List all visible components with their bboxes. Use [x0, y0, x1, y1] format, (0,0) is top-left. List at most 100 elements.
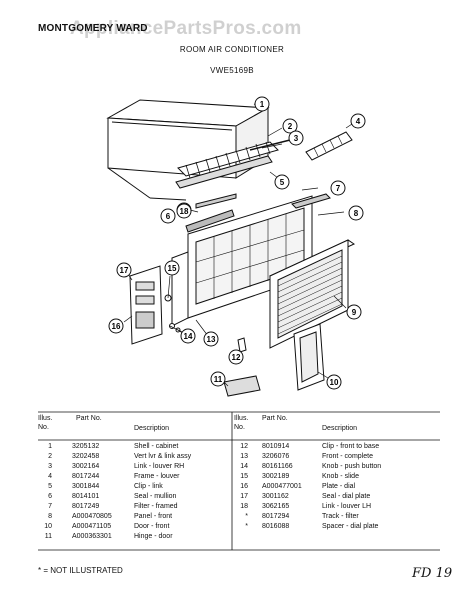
header-description: Description — [322, 425, 358, 432]
row-illus-no: 13 — [240, 453, 248, 460]
row-part-no: 3001844 — [72, 483, 100, 490]
row-illus-no: 5 — [48, 483, 52, 490]
header-description: Description — [134, 425, 170, 432]
row-part-no: 3205132 — [72, 443, 100, 450]
row-part-no: 3001162 — [262, 493, 289, 500]
row-illus-no: * — [245, 523, 248, 530]
row-description: Knob - push button — [322, 463, 382, 470]
row-illus-no: 7 — [48, 503, 52, 510]
parts-table-rules — [38, 411, 440, 551]
header-part-no: Part No. — [76, 415, 102, 422]
callout-5: 5 — [274, 174, 290, 190]
part-front-panel — [268, 239, 356, 349]
callout-label: 10 — [330, 378, 339, 387]
brand-name: MONTGOMERY WARD — [38, 23, 148, 34]
callout-label: 6 — [166, 212, 171, 221]
callout-10: 10 — [326, 374, 342, 390]
row-description: Clip - link — [134, 483, 163, 490]
row-description: Clip - front to base — [322, 443, 380, 450]
row-illus-no: 3 — [48, 463, 52, 470]
callout-label: 15 — [168, 264, 177, 273]
row-illus-no: 15 — [240, 473, 248, 480]
row-part-no: 3202458 — [72, 453, 100, 460]
callout-18-number: 18 — [176, 203, 192, 219]
row-part-no: 3002189 — [262, 473, 290, 480]
row-part-no: 3002164 — [72, 463, 100, 470]
row-part-no: 8016088 — [262, 523, 290, 530]
row-description: Plate - dial — [322, 483, 356, 490]
watermark: AppliancePartsPros.com — [70, 18, 302, 39]
row-illus-no: 8 — [48, 513, 52, 520]
callout-13: 13 — [203, 331, 219, 347]
callout-12: 12 — [228, 349, 244, 365]
callout-label: 11 — [214, 375, 223, 384]
row-illus-no: 14 — [240, 463, 248, 470]
row-description: Door - front — [134, 523, 170, 530]
row-description: Knob - slide — [322, 473, 359, 480]
row-description: Spacer - dial plate — [322, 523, 379, 530]
callout-17: 17 — [116, 262, 132, 278]
row-illus-no: 2 — [48, 453, 52, 460]
row-description: Track - filter — [322, 513, 359, 520]
row-part-no: 8010914 — [262, 443, 290, 450]
callout-4: 4 — [350, 113, 366, 129]
table-row: 5 3001844 Clip - link — [38, 482, 232, 492]
model-number: VWE5169B — [210, 66, 254, 75]
row-illus-no: 12 — [240, 443, 248, 450]
row-part-no: 8014101 — [72, 493, 100, 500]
callout-9: 9 — [346, 304, 362, 320]
table-row: 16 A000477001 Plate - dial — [234, 482, 440, 492]
row-part-no: A000477001 — [262, 483, 302, 490]
callout-8: 8 — [348, 205, 364, 221]
callout-label: 2 — [288, 122, 293, 131]
callout-label: 3 — [294, 134, 299, 143]
row-part-no: 3206076 — [262, 453, 290, 460]
header-part-no: Part No. — [262, 415, 288, 422]
diagram-title: ROOM AIR CONDITIONER — [179, 45, 285, 54]
callout-label: 17 — [120, 266, 129, 275]
row-illus-no: 6 — [48, 493, 52, 500]
table-row: 15 3002189 Knob - slide — [234, 472, 440, 482]
callout-16: 16 — [108, 318, 124, 334]
part-dial-plate — [129, 265, 163, 345]
row-description: Frame - louver — [134, 473, 180, 480]
callout-6: 6 — [160, 208, 176, 224]
row-illus-no: 4 — [48, 473, 52, 480]
row-part-no: 8017249 — [72, 503, 100, 510]
row-illus-no: 1 — [48, 443, 52, 450]
row-description: Panel - front — [134, 513, 173, 520]
table-row: 14 80161166 Knob - push button — [234, 462, 440, 472]
callout-label: 13 — [207, 335, 216, 344]
header-illus-no: Illus. No. — [234, 415, 249, 431]
table-row: 3 3002164 Link - louver RH — [38, 462, 232, 472]
callout-label: 9 — [352, 308, 357, 317]
callout-2: 2 — [282, 118, 298, 134]
handwritten-note: FD 19 — [412, 566, 453, 581]
callout-label: 7 — [336, 184, 341, 193]
callout-14: 14 — [180, 328, 196, 344]
parts-table-right: Illus. No. Part No. Description 12 801091… — [234, 414, 440, 550]
callout-label: 12 — [232, 353, 241, 362]
callout-3: 3 — [288, 130, 304, 146]
callout-15: 15 — [164, 260, 180, 276]
callout-11: 11 — [210, 371, 226, 387]
row-part-no: 80161166 — [262, 463, 293, 470]
table-row: 12 8010914 Clip - front to base — [234, 442, 440, 452]
callout-label: 14 — [184, 332, 193, 341]
row-illus-no: 16 — [240, 483, 248, 490]
row-illus-no: 18 — [240, 503, 248, 510]
row-part-no: A000363301 — [72, 533, 112, 540]
row-description: Link - louver RH — [134, 463, 185, 470]
footnote: * = NOT ILLUSTRATED — [38, 566, 123, 575]
row-description: Hinge - door — [134, 533, 173, 540]
